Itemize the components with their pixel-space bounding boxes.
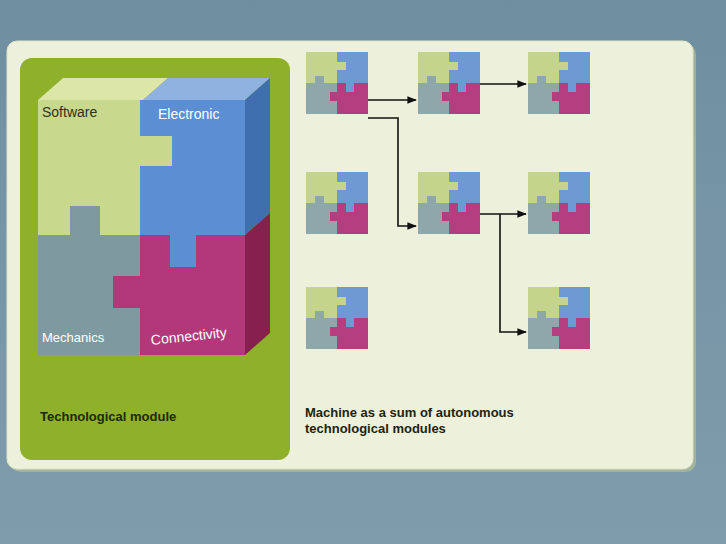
module-tile: [418, 172, 480, 234]
module-tiles: [306, 52, 590, 349]
cube-illustration: [20, 58, 290, 460]
module-tile: [306, 287, 368, 349]
module-tile: [418, 52, 480, 114]
module-tile: [306, 172, 368, 234]
flow-arrow: [368, 99, 416, 101]
cube-top-face: [38, 78, 270, 100]
module-tile: [528, 172, 590, 234]
content-panel: [7, 41, 693, 469]
flow-arrow: [500, 214, 526, 332]
flow-arrow: [480, 83, 526, 85]
caption-text: Machine as a sum of autonomous technolog…: [305, 405, 537, 438]
flow-arrow: [480, 213, 526, 215]
flow-arrow: [368, 118, 416, 226]
cube-side-face: [245, 78, 270, 355]
module-tile: [306, 52, 368, 114]
module-tile: [528, 52, 590, 114]
module-panel: Technological module: [20, 58, 290, 460]
module-tile: [528, 287, 590, 349]
flow-arrows: [368, 84, 526, 332]
cube-front-face: [38, 100, 245, 355]
module-title: Technological module: [40, 409, 272, 424]
